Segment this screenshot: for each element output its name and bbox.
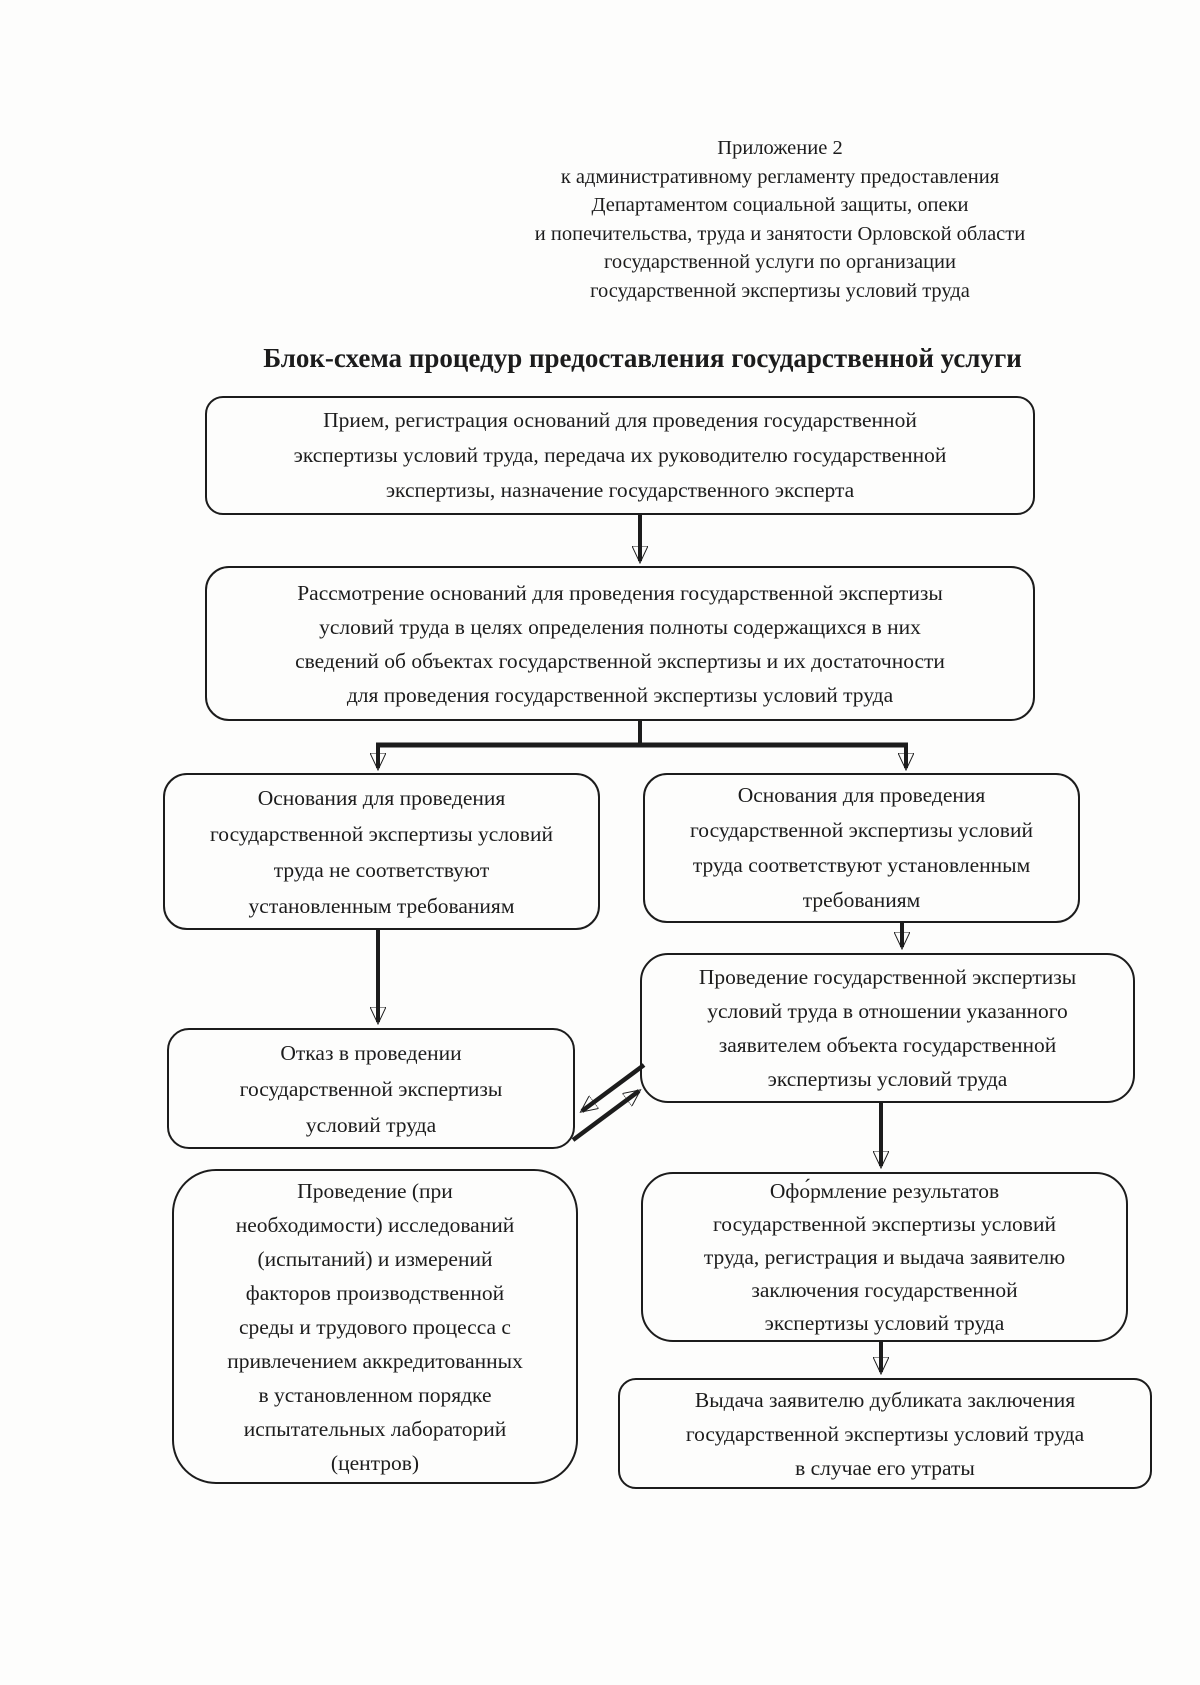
text-line: в установленном порядке	[258, 1382, 492, 1407]
text-line: требованиям	[802, 888, 921, 912]
text-line: Департаментом социальной защиты, опеки	[591, 194, 969, 216]
text-line: условий труда в отношении указанного	[707, 999, 1068, 1023]
text-line: государственной экспертизы условий труда	[685, 1421, 1085, 1446]
text-line: экспертизы, назначение государственного …	[385, 478, 855, 502]
text-line: государственной экспертизы условий	[210, 821, 553, 846]
annex-header: Приложение 2 к административному регламен…	[480, 134, 1080, 305]
text-line: заявителем объекта государственной	[718, 1033, 1057, 1057]
text-line: установленным требованиям	[248, 893, 515, 918]
text-line: Прием, регистрация оснований для проведе…	[323, 408, 917, 432]
arrow-conduct-refusal	[582, 1063, 646, 1111]
text-line: Отказ в проведении	[280, 1040, 462, 1065]
text-line: для проведения государственной экспертиз…	[346, 682, 894, 707]
text-line: Основания для проведения	[737, 783, 986, 807]
text-line: экспертизы условий труда	[764, 1310, 1005, 1335]
text-line: Проведение (при	[297, 1178, 453, 1203]
text-line: Рассмотрение оснований для проведения го…	[297, 580, 943, 605]
text-line: (центров)	[330, 1450, 420, 1475]
node-conforming: Основания для проведения государственной …	[643, 773, 1080, 923]
text-line: сведений об объектах государственной экс…	[295, 648, 945, 673]
text-line: и попечительства, труда и занятости Орло…	[534, 222, 1026, 245]
text-line: Проведение государственной экспертизы	[698, 965, 1077, 989]
node-conduct-expertise: Проведение государственной экспертизы усл…	[640, 953, 1135, 1103]
page-title: Блок-схема процедур предоставления госуд…	[263, 343, 1022, 373]
text-line: экспертизы условий труда, передача их ру…	[293, 443, 947, 467]
text-line: труда не соответствуют	[273, 857, 490, 882]
text-line: привлечением аккредитованных	[227, 1348, 523, 1373]
text-line: условий труда в целях определения полнот…	[319, 614, 921, 639]
text-line: испытательных лабораторий	[243, 1416, 507, 1441]
node-not-conforming: Основания для проведения государственной …	[163, 773, 600, 930]
text-line: государственной услуги по организации	[604, 251, 956, 273]
text-line: труда, регистрация и выдача заявителю	[703, 1244, 1066, 1269]
node-duplicate-issue: Выдача заявителю дубликата заключения гос…	[618, 1378, 1152, 1489]
text-line: государственной экспертизы условий	[713, 1211, 1056, 1236]
text-line: Приложение 2	[717, 137, 843, 159]
split-connector	[376, 721, 908, 768]
node-review: Рассмотрение оснований для проведения го…	[205, 566, 1035, 721]
text-line: государственной экспертизы	[239, 1076, 503, 1101]
text-line: государственной экспертизы условий	[690, 818, 1033, 842]
text-line: в случае его утраты	[795, 1455, 975, 1480]
text-line: к административному регламенту предостав…	[560, 165, 1000, 188]
text-line: государственной экспертизы условий труда	[590, 279, 970, 302]
text-line: Выдача заявителю дубликата заключения	[694, 1387, 1076, 1412]
text-line: факторов производственной	[245, 1280, 505, 1305]
text-line: среды и трудового процесса с	[239, 1314, 511, 1339]
arrow-refusal-conduct	[571, 1091, 639, 1142]
text-line: труда соответствуют установленным	[692, 853, 1031, 877]
node-results-registration: Офо́рмление результатов государственной э…	[641, 1172, 1128, 1342]
text-line: Основания для проведения	[257, 785, 506, 810]
node-research-measurements: Проведение (при необходимости) исследован…	[172, 1169, 578, 1484]
text-line: (испытаний) и измерений	[257, 1246, 493, 1271]
text-line: экспертизы условий труда	[767, 1067, 1008, 1091]
text-line: заключения государственной	[751, 1277, 1018, 1302]
node-reception: Прием, регистрация оснований для проведе…	[205, 396, 1035, 515]
node-refusal: Отказ в проведении государственной экспер…	[167, 1028, 575, 1149]
text-line: необходимости) исследований	[235, 1212, 515, 1237]
text-line: условий труда	[305, 1112, 437, 1137]
text-line: Офо́рмление результатов	[769, 1178, 1000, 1203]
